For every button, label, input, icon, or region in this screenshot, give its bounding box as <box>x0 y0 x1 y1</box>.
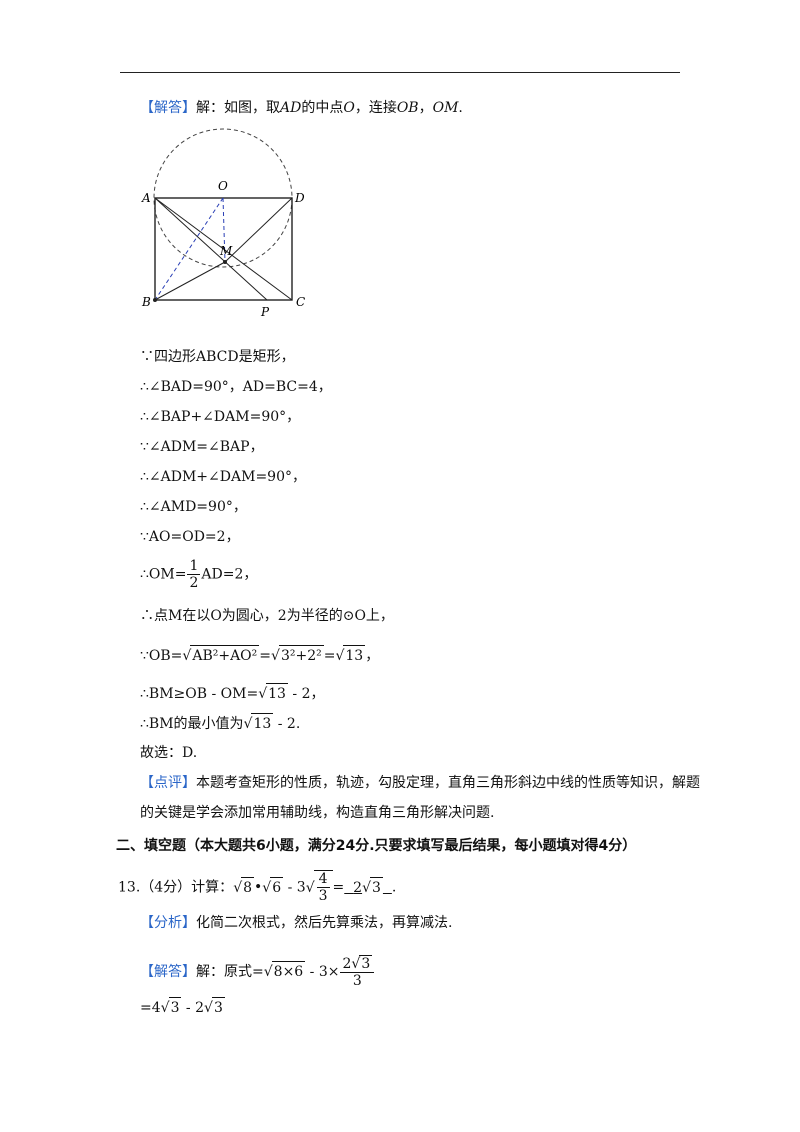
sqrt-symbol: √ <box>305 879 315 896</box>
sqrt-symbol: √ <box>258 686 268 702</box>
sqrt-symbol: √ <box>182 648 192 664</box>
line-ob <box>154 197 224 301</box>
label-a: A <box>141 191 151 205</box>
sqrt-symbol: √ <box>335 648 345 664</box>
label-b: B <box>141 295 151 309</box>
answer-blank: 2√3 <box>344 876 392 896</box>
step-1: ∵四边形ABCD是矩形， <box>140 349 295 365</box>
step-3: ∴∠BAP+∠DAM=90°， <box>140 409 301 425</box>
comment-line-2: 的关键是学会添加常用辅助线，构造直角三角形解决问题. <box>140 805 495 821</box>
final-result-line: =4√3 - 2√3 <box>140 997 225 1018</box>
label-c: C <box>296 295 305 309</box>
geometry-diagram: A D O M B C P <box>141 128 305 319</box>
sqrt-symbol: √ <box>263 964 273 980</box>
answer-intro: 【解答】解：如图，取AD的中点O，连接OB，OM. <box>140 100 463 116</box>
comment-tag: 【点评】 <box>140 775 196 791</box>
header-rule <box>120 72 680 73</box>
answer-13-tag: 【解答】 <box>140 964 196 980</box>
analysis-line: 【分析】化简二次根式，然后先算乘法，再算减法. <box>140 915 453 931</box>
answer-tag: 【解答】 <box>140 100 196 116</box>
sqrt-symbol: √ <box>233 879 243 896</box>
line-bm <box>154 261 226 301</box>
point-m <box>223 260 227 264</box>
ob-equation: ∵OB=√AB²+AO²=√3²+2²=√13， <box>140 645 379 666</box>
label-p: P <box>260 305 270 319</box>
step-7: ∵AO=OD=2， <box>140 529 240 545</box>
sqrt-symbol: √ <box>160 1000 170 1016</box>
line-ac <box>154 197 293 301</box>
step-6: ∴∠AMD=90°， <box>140 499 247 515</box>
point-b <box>153 298 157 302</box>
sqrt-symbol: √ <box>243 716 253 732</box>
sqrt-symbol: √ <box>204 1000 213 1016</box>
bm-inequality: ∴BM≥OB - OM=√13 - 2， <box>140 683 325 704</box>
comment-line-1: 【点评】本题考查矩形的性质，轨迹，勾股定理，直角三角形斜边中线的性质等知识，解题 <box>140 775 700 791</box>
analysis-tag: 【分析】 <box>140 915 196 931</box>
bm-minimum: ∴BM的最小值为√13 - 2. <box>140 713 300 734</box>
line-dm <box>224 197 293 263</box>
step-4: ∵∠ADM=∠BAP， <box>140 439 264 455</box>
sqrt-symbol: √ <box>262 879 272 896</box>
step-5: ∴∠ADM+∠DAM=90°， <box>140 469 306 485</box>
step-2: ∴∠BAD=90°，AD=BC=4， <box>140 379 332 395</box>
line-om <box>222 197 226 263</box>
label-o: O <box>218 179 228 193</box>
label-d: D <box>294 191 305 205</box>
sqrt-symbol: √ <box>351 956 361 972</box>
line-ap <box>154 197 268 301</box>
sqrt-symbol: √ <box>362 879 372 896</box>
sqrt-symbol: √ <box>271 648 280 664</box>
label-m: M <box>219 244 233 258</box>
circle-statement: ∴点M在以O为圆心，2为半径的⊙O上， <box>140 608 394 624</box>
choice-line: 故选：D. <box>140 745 198 761</box>
section-heading: 二、填空题（本大题共6小题，满分24分.只要求填写最后结果，每小题填对得4分） <box>116 838 637 854</box>
